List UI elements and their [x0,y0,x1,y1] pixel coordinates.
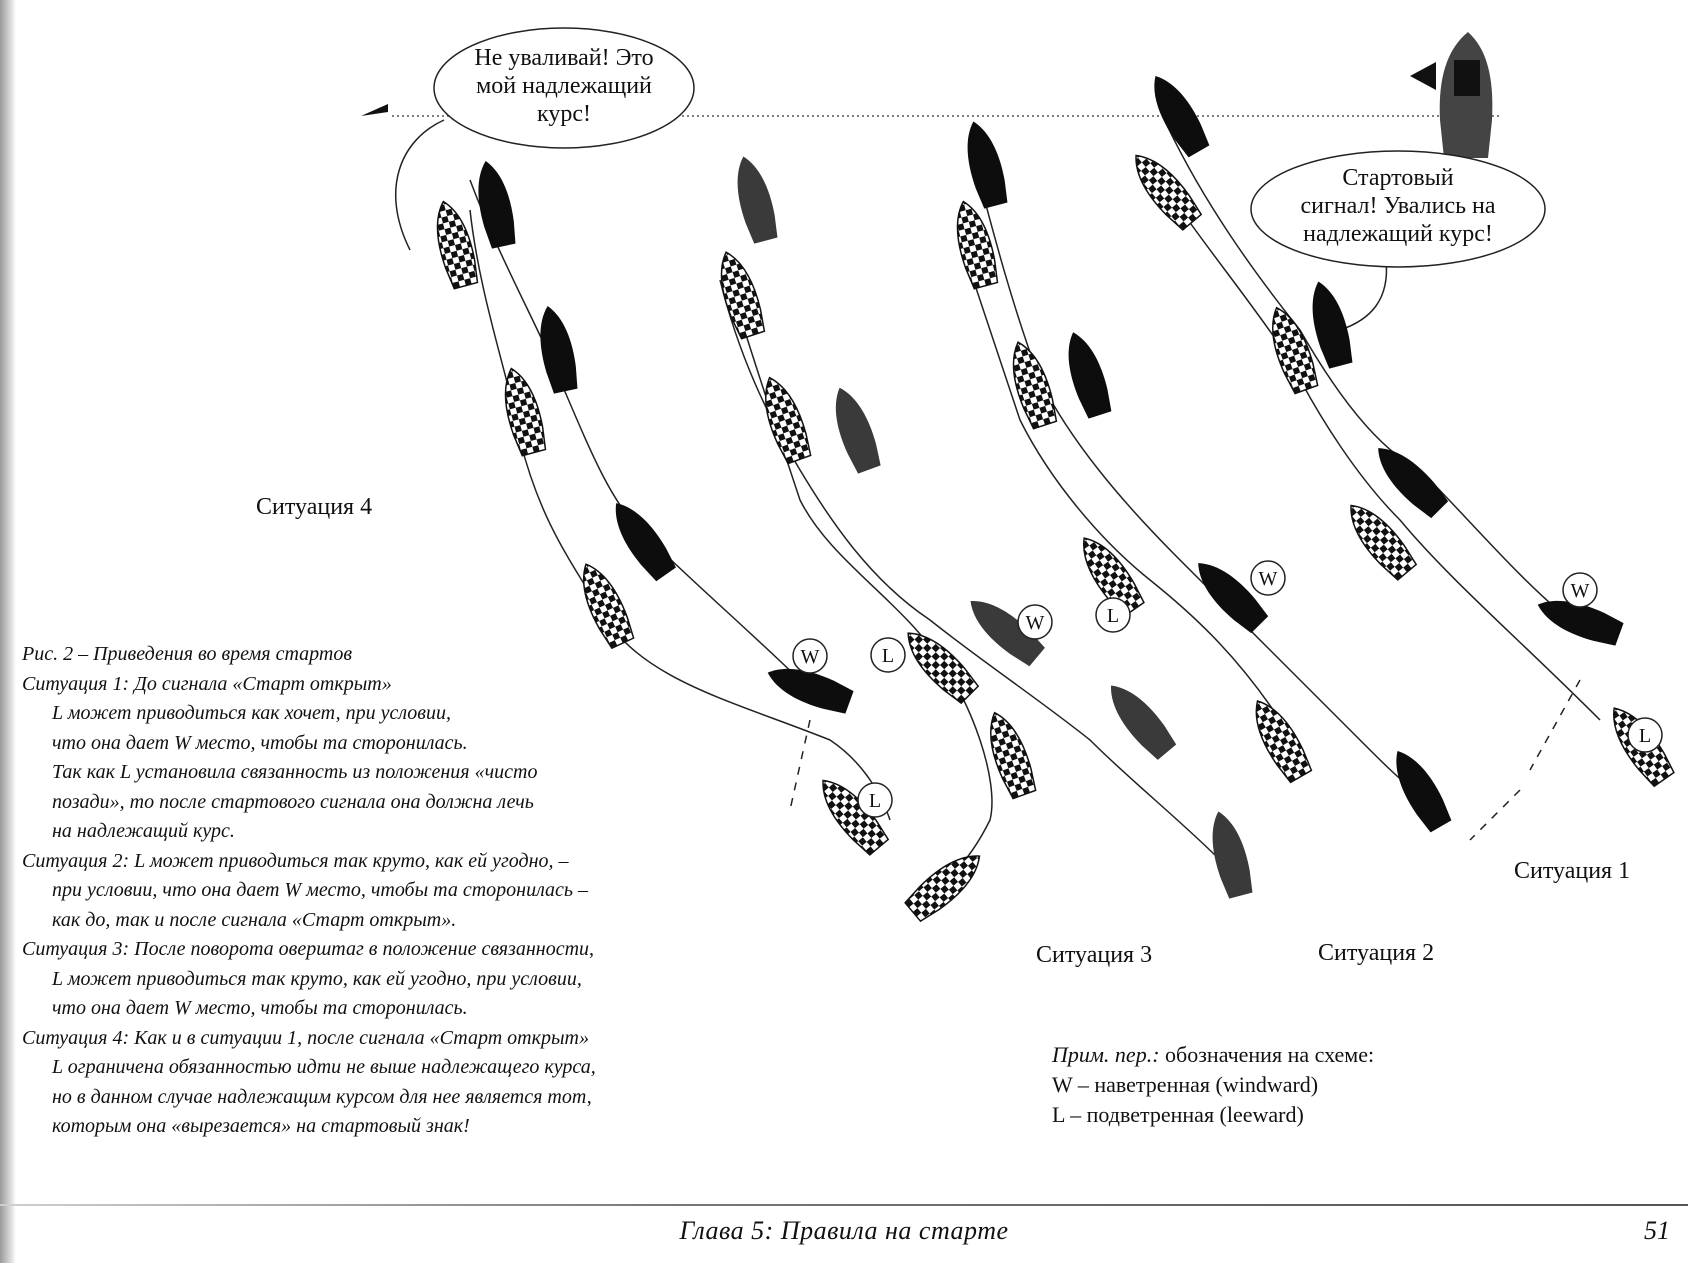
bubble-top-line: курс! [537,101,591,127]
speech-bubble-top [433,27,695,149]
caption-line: Ситуация 3: После поворота оверштаг в по… [22,938,595,960]
book-gutter-shadow [0,0,16,1263]
tracks [469,109,1601,891]
marker-w-1: W [1571,580,1590,602]
marker-w-4: W [801,646,820,668]
caption-line: на надлежащий курс. [52,820,235,842]
caption-line: Ситуация 2: L может приводиться так крут… [22,849,569,872]
situation-1-label: Ситуация 1 [1514,858,1631,884]
marker-l-2: L [1107,605,1119,627]
note-leeward: L – подветренная (leeward) [1052,1102,1304,1127]
caption-line: позади», то после стартового сигнала она… [52,790,534,813]
caption-line: что она дает W место, чтобы та сторонила… [52,731,468,754]
caption-line: Так как L установила связанность из поло… [52,761,538,783]
caption-line: которым она «вырезается» на стартовый зн… [52,1115,470,1137]
note-heading: Прим. пер.: обозначения на схеме: [1052,1040,1374,1070]
bubble-right-text: Стартовый сигнал! Увались на надлежащий … [1268,164,1528,248]
note-windward: W – наветренная (windward) [1052,1072,1319,1097]
marker-l-4: L [869,790,881,812]
caption-line: L ограничена обязанностью идти не выше н… [52,1056,596,1078]
bubble-top-text: Не уваливай! Это мой надлежащий курс! [444,44,684,128]
caption-line: как до, так и после сигнала «Старт откры… [52,908,457,931]
marker-l-3: L [882,645,894,667]
pin-end-mark [361,104,388,116]
marker-l-1: L [1639,725,1651,747]
bubble-right-line: Стартовый [1342,165,1454,191]
bubble-top-line: мой надлежащий [476,73,652,99]
bubble-right-pointer [1339,259,1388,331]
translator-note: Прим. пер.: обозначения на схеме: W – на… [1052,1040,1374,1130]
speech-bubble-right [1250,150,1546,268]
caption-line: Ситуация 4: Как и в ситуации 1, после си… [22,1026,589,1049]
caption-line: L может приводиться так круто, как ей уг… [52,967,582,990]
caption-line: L может приводиться как хочет, при услов… [52,702,451,724]
figure-caption: Рис. 2 – Приведения во время стартов Сит… [22,640,822,1142]
bubble-top-line: Не уваливай! Это [474,45,654,71]
note-prefix: Прим. пер.: [1052,1042,1160,1067]
bubble-right-line: сигнал! Увались на [1300,193,1496,219]
note-text: обозначения на схеме: [1159,1042,1375,1067]
marker-circles [792,560,1663,818]
situation-2-label: Ситуация 2 [1318,940,1435,966]
sight-line-1a [1529,679,1581,771]
situation-4-label: Ситуация 4 [256,494,373,520]
footer-rule [0,1204,1688,1206]
running-footer-title: Глава 5: Правила на старте [679,1216,1009,1245]
marker-w-3: W [1026,612,1045,634]
committee-boat [1410,32,1493,158]
caption-line: что она дает W место, чтобы та сторонила… [52,997,468,1019]
bubble-top-pointer [395,119,445,251]
caption-title: Рис. 2 – Приведения во время стартов [22,643,353,665]
page-number: 51 [1644,1216,1670,1245]
caption-line: Ситуация 1: До сигнала «Старт открыт» [22,672,392,695]
sight-line-1b [1469,789,1521,841]
caption-line: при условии, что она дает W место, чтобы… [52,879,589,901]
situation-3-label: Ситуация 3 [1036,942,1153,968]
bubble-right-line: надлежащий курс! [1303,221,1493,247]
marker-w-2: W [1259,568,1278,590]
caption-line: но в данном случае надлежащим курсом для… [52,1085,592,1108]
